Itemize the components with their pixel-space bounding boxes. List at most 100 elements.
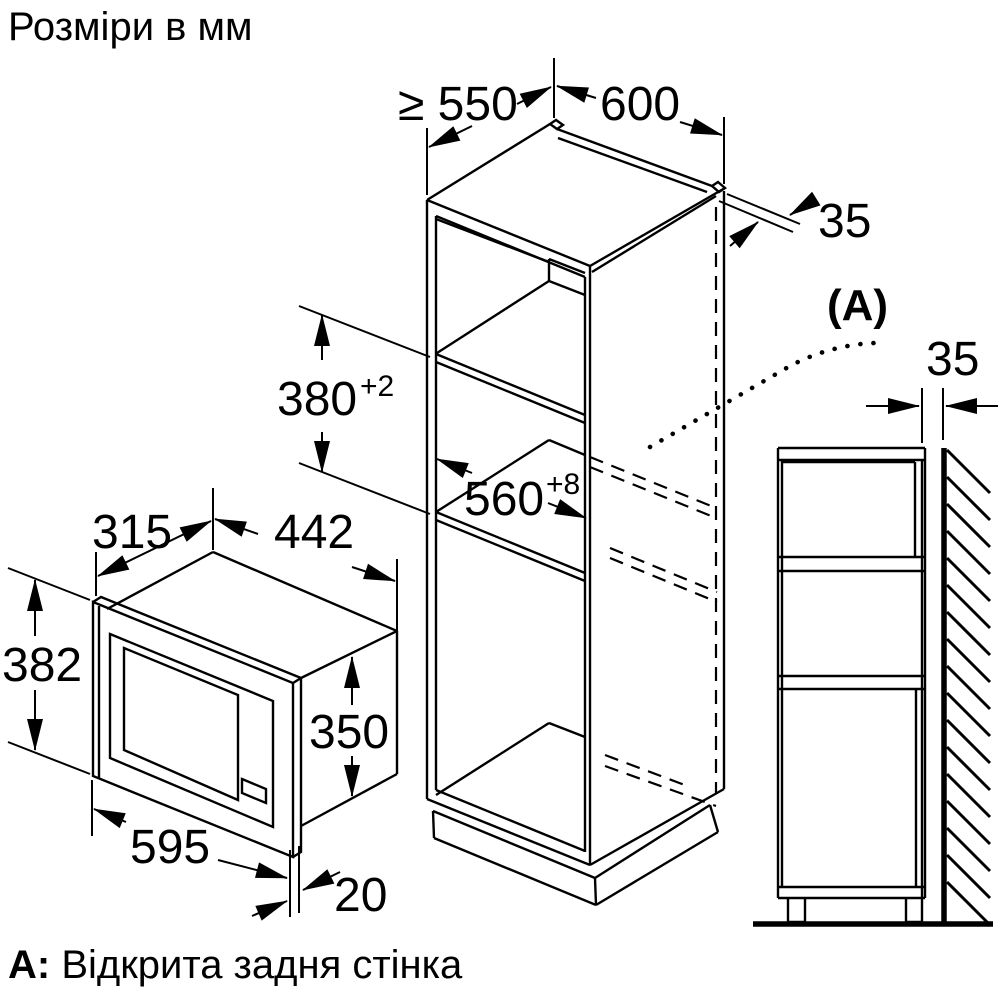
callout-label: (A) <box>827 281 888 330</box>
dimension-value-wall-gap: 35 <box>926 333 979 386</box>
dimension-value-niche-depth: ≥ 550 <box>398 78 518 131</box>
dimension-line <box>436 458 473 478</box>
cabinet-top-back-edge <box>556 127 713 188</box>
dimension-line <box>556 85 597 103</box>
sideview-right-foot <box>904 898 924 924</box>
cabinet-drawing <box>425 118 727 907</box>
leader-arrow <box>729 221 759 249</box>
dimension-cabinet-width: 600 <box>556 78 725 184</box>
niche-shelf-front-top <box>435 510 586 575</box>
extension-line <box>718 200 794 233</box>
plinth-front-top-edge <box>432 809 596 880</box>
cabinet-back-rail-bottom <box>548 279 586 297</box>
dimension-line <box>547 499 587 519</box>
microwave-frame-top-face <box>92 595 304 685</box>
dimension-line <box>679 118 723 136</box>
dimension-line <box>217 859 288 879</box>
cabinet-bottom-right-edge <box>589 787 725 867</box>
niche-shelf-surface-edge <box>435 438 550 514</box>
dimension-rear-top-gap: 35 <box>718 191 871 249</box>
cabinet-bottom-inner-edge <box>435 788 586 853</box>
footnote-label: А: <box>8 943 50 987</box>
cabinet-interior-top-line <box>435 217 550 264</box>
dimension-niche-depth: ≥ 550 <box>398 58 555 195</box>
dimension-tolerance-niche-width: +8 <box>546 468 580 501</box>
cabinet-back-left-notch <box>547 118 566 131</box>
dimension-value-appliance-depth: 315 <box>92 506 172 559</box>
plinth-front-right-edge <box>593 877 598 906</box>
plinth-back-edge <box>708 804 720 833</box>
leader-arrow <box>251 900 288 921</box>
dimension-tolerance-niche-height: +2 <box>360 370 394 403</box>
microwave-body-top-back-edge <box>212 550 398 633</box>
dimension-line <box>214 518 259 537</box>
dimension-niche-height: 380 +2 <box>277 305 431 515</box>
microwave-body-bottom-edge <box>300 772 398 828</box>
callout-open-back: (A) <box>647 281 889 450</box>
page-title: Розміри в мм <box>8 5 253 49</box>
dimension-value-appliance-width: 442 <box>274 506 354 559</box>
upper-shelf-front-bottom <box>435 360 586 425</box>
niche-shelf-front-bottom <box>435 518 586 583</box>
dimension-line <box>93 808 127 829</box>
footnote: А: Відкрита задня стінка <box>8 943 463 987</box>
microwave-body-top-left-edge <box>106 550 214 611</box>
cabinet-top-right-inner-edge <box>591 194 717 274</box>
footnote-text: Відкрита задня стінка <box>50 943 463 987</box>
dimension-line <box>351 563 396 582</box>
cabinet-top-back-inner-edge <box>557 136 708 194</box>
niche-shelf-hidden-edge-2 <box>589 465 717 520</box>
plinth-left-edge <box>431 810 436 839</box>
cabinet-back-rail-top <box>548 257 586 275</box>
plinth-side-bottom-edge <box>595 830 719 907</box>
dimension-appliance-depth: 315 <box>92 488 214 596</box>
dimension-niche-width: 560 +8 <box>436 458 587 526</box>
sideview-left-foot <box>786 898 807 924</box>
extension-line <box>298 305 431 358</box>
leader-arrow <box>789 191 821 216</box>
dimension-value-niche-height: 380 <box>277 373 357 426</box>
dimension-value-niche-width: 560 <box>464 473 544 526</box>
microwave-drawing <box>91 550 399 859</box>
dimension-frame-thickness: 20 <box>251 846 387 922</box>
microwave-control-panel <box>240 777 268 805</box>
niche-shelf-hidden-edge-1 <box>589 455 717 510</box>
cabinet-bottom-front-edge <box>426 797 591 867</box>
cabinet-floor-hidden-edge-2 <box>604 764 717 808</box>
dimension-front-width: 595 <box>91 780 288 879</box>
dimension-value-rear-top-gap: 35 <box>818 195 871 248</box>
upper-shelf-surface-edge <box>436 279 550 355</box>
extension-line <box>7 567 91 601</box>
dimension-wall-gap: 35 <box>866 333 998 443</box>
niche-rail-hidden-edge-2 <box>609 556 718 604</box>
niche-shelf-back-edge <box>548 438 586 457</box>
leader-arrow <box>302 869 341 891</box>
dimension-appliance-width: 442 <box>214 506 398 631</box>
cabinet-floor-back-edge <box>548 721 586 739</box>
microwave-door-window <box>122 646 240 802</box>
cabinet-top-left-edge <box>426 122 551 202</box>
extension-line <box>726 193 801 225</box>
dimension-value-front-width: 595 <box>130 821 210 874</box>
plinth-front-bottom-edge <box>433 836 597 907</box>
cabinet-floor-hidden-edge-1 <box>604 753 691 789</box>
dimension-front-height: 382 <box>2 567 91 775</box>
upper-shelf-front-top <box>435 352 586 417</box>
callout-dotted-leader <box>647 340 889 450</box>
wall-hatching <box>945 448 992 927</box>
cabinet-top-right-edge <box>589 186 726 268</box>
dimension-line <box>428 125 473 148</box>
microwave-body-top-right-edge <box>300 629 398 680</box>
dimension-line <box>516 86 552 109</box>
microwave-door-outline <box>108 632 275 829</box>
niche-rail-hidden-edge-1 <box>609 546 718 594</box>
dimension-value-front-height: 382 <box>2 639 82 692</box>
plinth-side-top-edge <box>594 803 711 880</box>
cabinet-top-front-edge <box>426 198 591 268</box>
dimension-value-body-height: 350 <box>309 706 389 759</box>
dimension-value-cabinet-width: 600 <box>600 78 680 131</box>
extension-line <box>7 741 91 775</box>
dimension-line <box>97 520 212 577</box>
